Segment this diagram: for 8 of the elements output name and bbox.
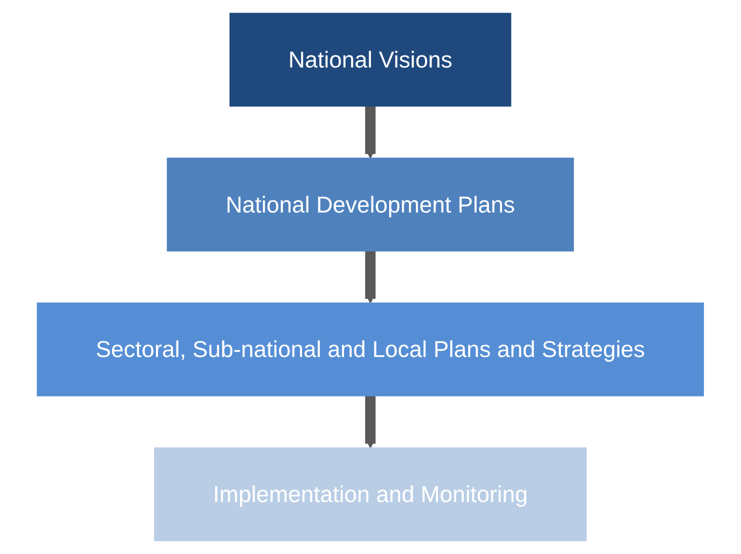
- arrow: [365, 394, 376, 448]
- flowchart: National Visions National Development Plans Sectoral, Sub-national and Local Plans and Strategies Implementation and Monitoring: [29, 5, 712, 549]
- node-box: [36, 302, 704, 396]
- node-box: [230, 12, 512, 107]
- arrow: [365, 105, 376, 159]
- arrow: [365, 250, 376, 304]
- node-box: [154, 447, 587, 542]
- node-box: [166, 158, 574, 252]
